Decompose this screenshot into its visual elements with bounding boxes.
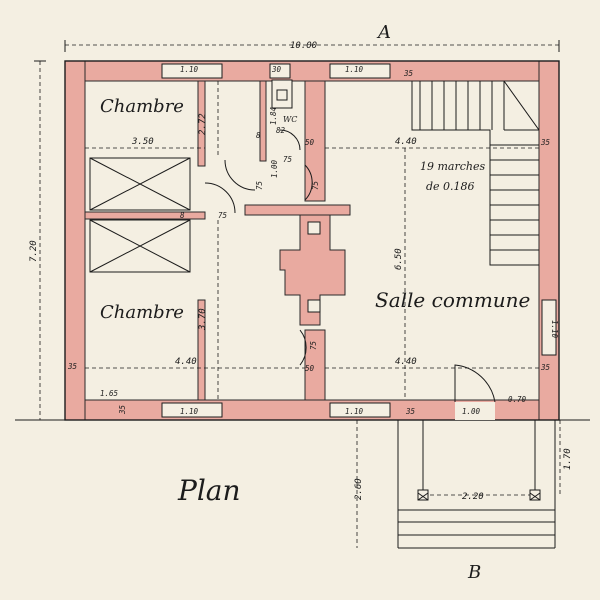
dim-text-win-top-1: 1.10 bbox=[180, 65, 199, 74]
door-swing-hall-2 bbox=[304, 164, 313, 201]
window-top-2 bbox=[329, 63, 391, 79]
dim-text-100: 1.00 bbox=[270, 159, 279, 178]
dim-text-win-bottom-1: 1.10 bbox=[180, 407, 199, 416]
stairs-treads bbox=[419, 80, 540, 251]
dim-text-75a: 75 bbox=[283, 155, 293, 164]
dim-text-door-front: 1.00 bbox=[462, 407, 481, 416]
dim-text-salle-bottom: 4.40 bbox=[395, 357, 417, 367]
dim-text-070: 0.70 bbox=[508, 395, 527, 404]
window-bottom-2 bbox=[329, 402, 391, 418]
plan-title: Plan bbox=[177, 474, 241, 507]
wall-chambre-right bbox=[197, 80, 206, 167]
dim-text-porch-depth: 2.60 bbox=[354, 478, 364, 500]
dimension-lines bbox=[15, 40, 590, 548]
dim-text-chambre2-height: 3.70 bbox=[198, 308, 208, 331]
windows bbox=[161, 63, 557, 420]
bed-top-cross bbox=[89, 157, 191, 211]
dim-text-75c: 75 bbox=[311, 180, 320, 190]
front-door-gap bbox=[455, 402, 495, 420]
dim-text-win-right: 1.10 bbox=[550, 320, 559, 339]
wc-bowl bbox=[276, 89, 288, 101]
dim-text-overall-width: 10.00 bbox=[290, 41, 317, 51]
porch-column-left bbox=[417, 489, 429, 501]
dim-text-165: 1.65 bbox=[100, 389, 119, 398]
room-wc: WC bbox=[283, 115, 297, 124]
section-b-label: B bbox=[467, 562, 481, 583]
window-bottom-1 bbox=[161, 402, 223, 418]
dim-text-75b: 75 bbox=[255, 180, 264, 190]
dim-text-35f: 35 bbox=[118, 404, 127, 415]
room-chambre-bottom: Chambre bbox=[100, 302, 184, 323]
dim-text-8a: 8 bbox=[256, 131, 261, 140]
porch-column-right bbox=[529, 489, 541, 501]
dim-text-35c: 35 bbox=[67, 362, 78, 371]
wall-wc-left bbox=[259, 80, 267, 162]
wall-chambres bbox=[84, 211, 206, 220]
door-swing-front bbox=[454, 364, 496, 403]
window-right bbox=[541, 299, 557, 356]
dim-text-salle-top: 4.40 bbox=[395, 137, 417, 147]
wc-fixture bbox=[271, 79, 293, 109]
dim-text-win-bottom-2: 1.10 bbox=[345, 407, 364, 416]
wall-wc-right bbox=[304, 80, 326, 202]
stairs bbox=[411, 80, 540, 266]
door-swing-wc bbox=[279, 129, 301, 151]
door-swings bbox=[204, 129, 496, 403]
dim-text-35a: 35 bbox=[403, 69, 414, 78]
dim-text-35d: 35 bbox=[540, 363, 551, 372]
dim-text-salle-height: 6.50 bbox=[394, 248, 404, 270]
beds bbox=[89, 157, 191, 273]
door-swing-chambre bbox=[204, 182, 236, 214]
section-a-label: A bbox=[376, 22, 391, 43]
dim-text-chambre-height: 2.72 bbox=[198, 113, 208, 135]
dim-text-35e: 35 bbox=[405, 407, 416, 416]
dim-text-porch-side: 1.70 bbox=[563, 448, 573, 470]
dim-text-82: 82 bbox=[276, 126, 286, 135]
wall-mid-lower bbox=[304, 329, 326, 401]
dim-text-porch-width: 2.20 bbox=[462, 492, 484, 502]
door-swing-hall-1 bbox=[224, 159, 256, 191]
bed-bottom-cross bbox=[89, 219, 191, 273]
dim-text-75d: 75 bbox=[218, 211, 228, 220]
dim-text-30: 30 bbox=[271, 65, 282, 74]
stairs-landing bbox=[503, 80, 540, 131]
interior-walls bbox=[84, 80, 351, 401]
door-swing-lower bbox=[299, 329, 307, 366]
room-chambre-top: Chambre bbox=[100, 96, 184, 117]
room-salle-commune: Salle commune bbox=[375, 288, 530, 312]
dim-text-lower-left: 4.40 bbox=[175, 357, 197, 367]
chimney bbox=[279, 214, 346, 326]
stairs-note-2: de 0.186 bbox=[426, 180, 475, 193]
wall-top bbox=[64, 60, 560, 82]
dim-text-win-top-2: 1.10 bbox=[345, 65, 364, 74]
dim-text-overall-height: 7.20 bbox=[29, 240, 39, 262]
outline bbox=[64, 60, 560, 421]
dim-text-75e: 75 bbox=[309, 340, 318, 350]
dim-text-35b: 35 bbox=[540, 138, 551, 147]
dim-text-chambre-width: 3.50 bbox=[131, 137, 154, 147]
chimney-flue-2 bbox=[307, 299, 321, 313]
wall-chambre-right-low bbox=[197, 299, 206, 401]
chimney-flue-1 bbox=[307, 221, 321, 235]
dim-text-184: 1.84 bbox=[269, 107, 278, 125]
window-top-1 bbox=[161, 63, 223, 79]
porch bbox=[397, 420, 556, 549]
stairs-outline bbox=[411, 81, 539, 266]
dim-text-50b: 50 bbox=[305, 364, 315, 373]
stairs-note-1: 19 marches bbox=[420, 160, 485, 173]
dim-text-50a: 50 bbox=[305, 138, 315, 147]
dim-text-8b: 8 bbox=[180, 211, 185, 220]
window-wc bbox=[269, 63, 291, 79]
wall-hall bbox=[244, 204, 351, 216]
